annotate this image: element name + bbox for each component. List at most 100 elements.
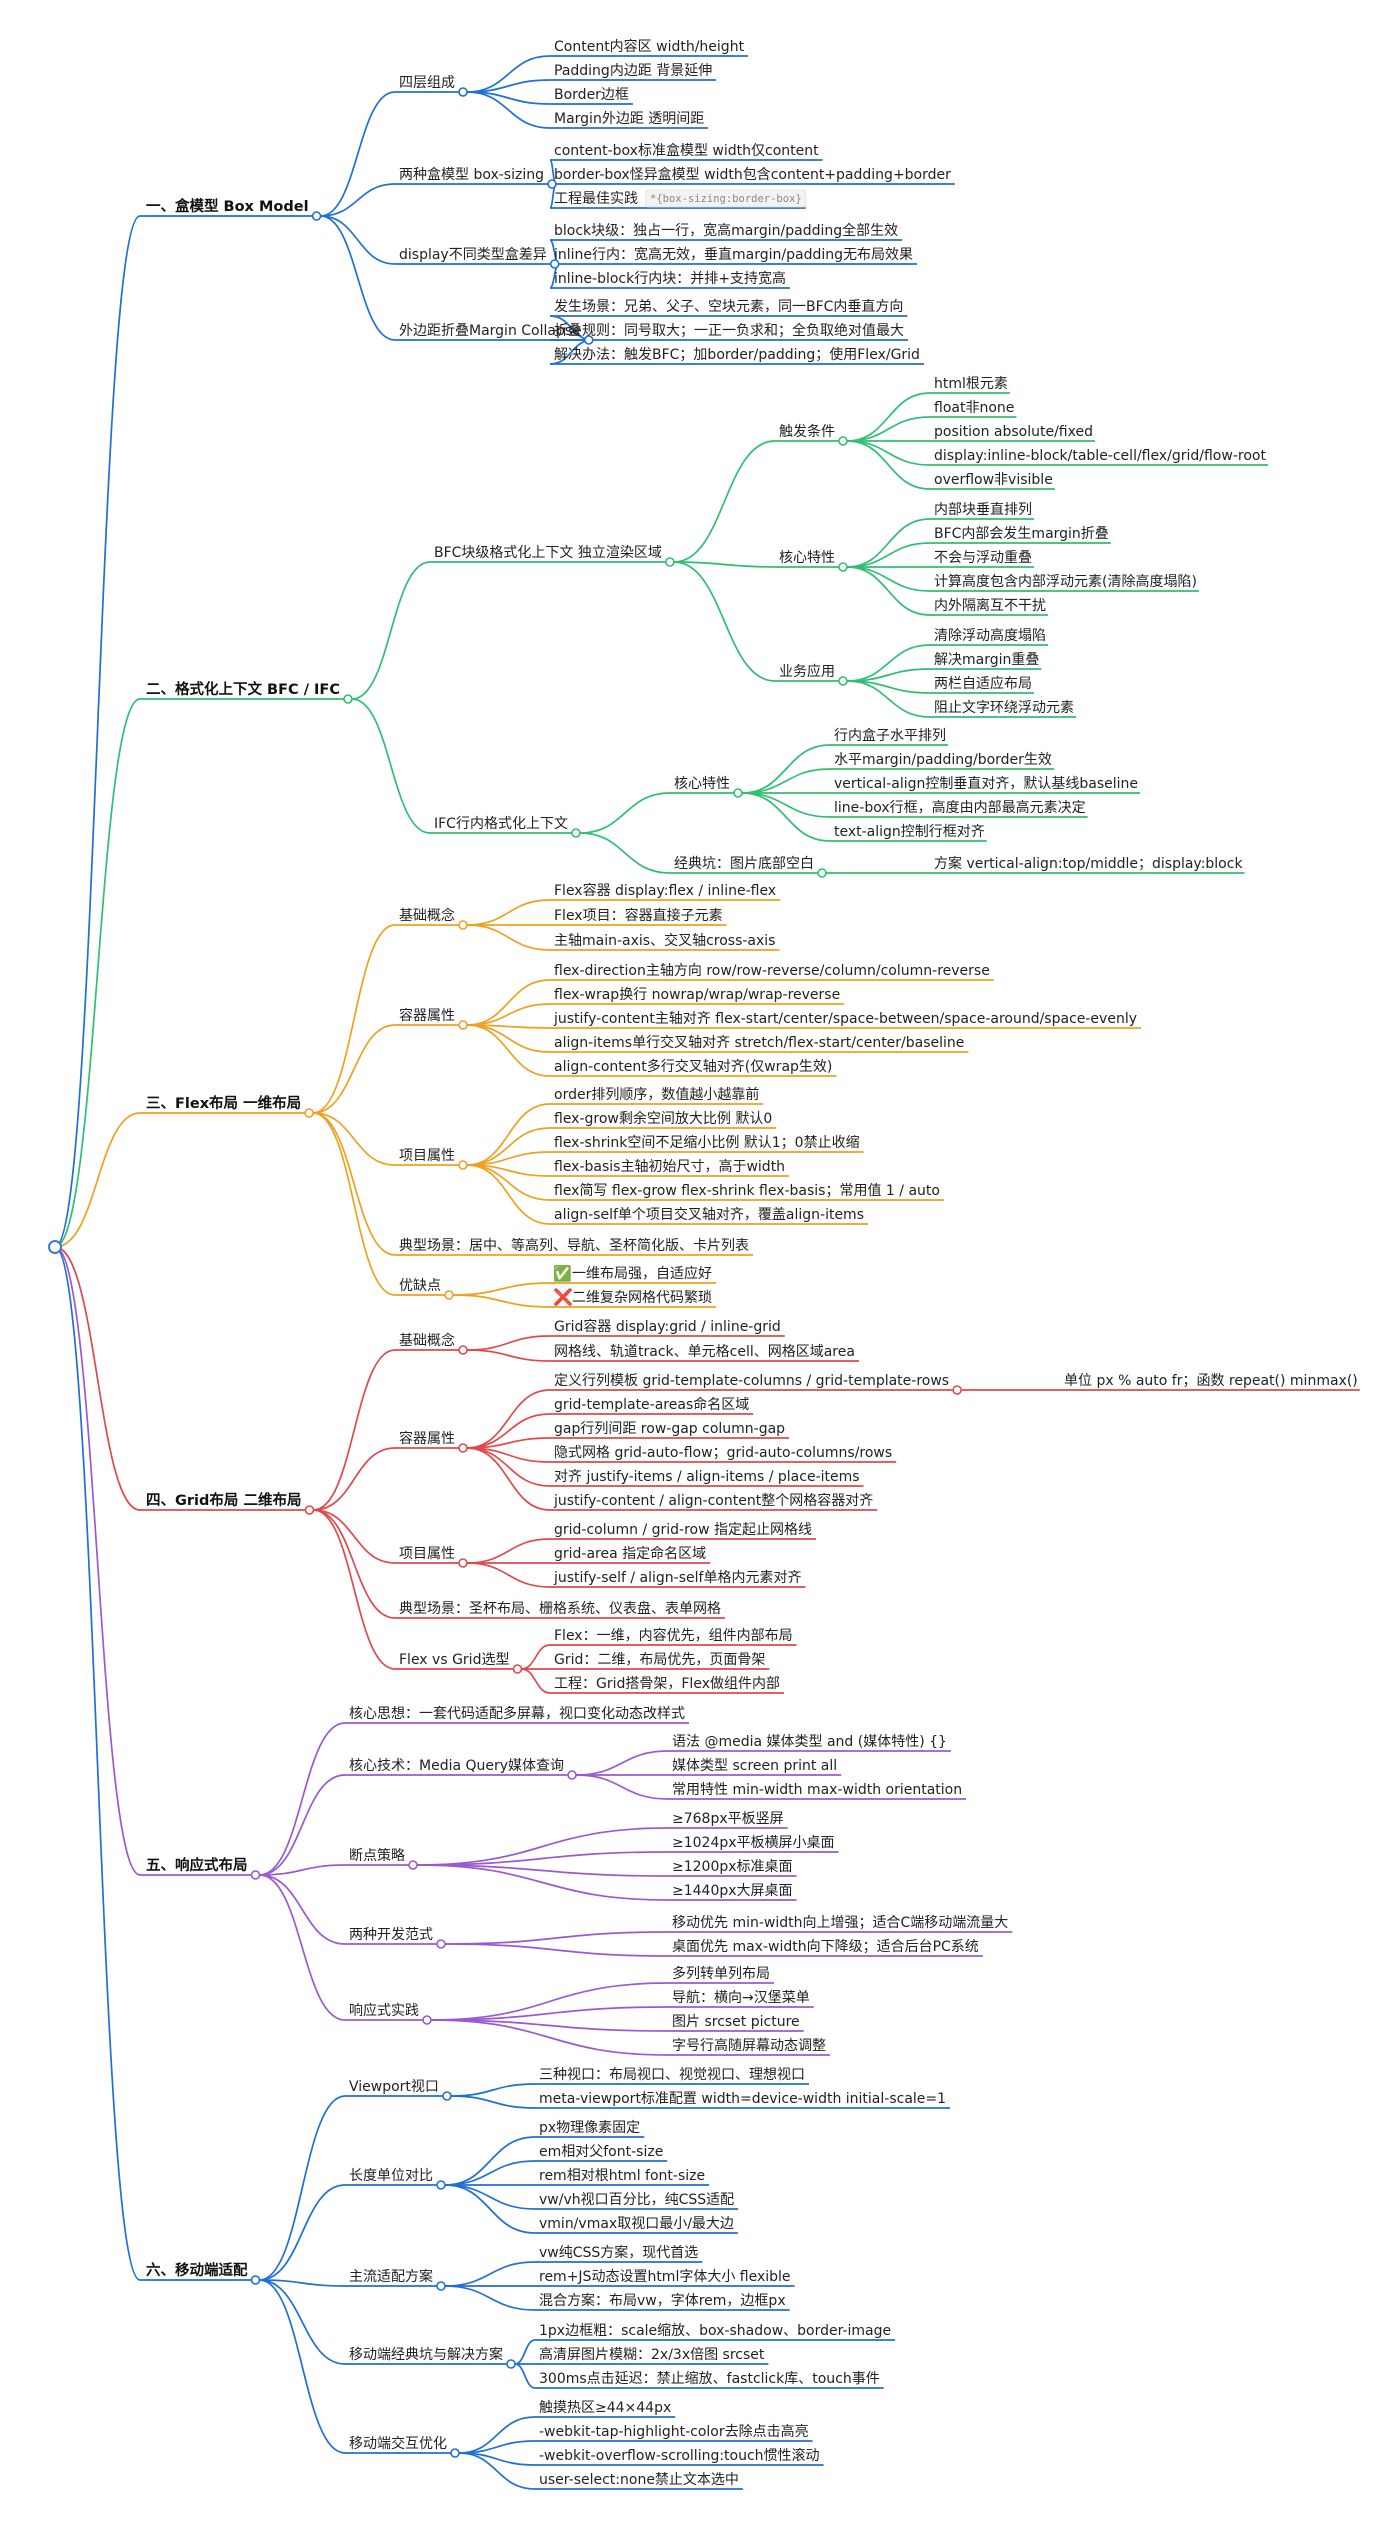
item-label: vw/vh视口百分比，纯CSS适配 — [539, 2192, 734, 2208]
item-label: 媒体类型 screen print all — [672, 1758, 837, 1774]
item-label: grid-area 指定命名区域 — [554, 1545, 706, 1562]
edge-section-to-topic — [259, 2279, 346, 2287]
edge-section-to-topic — [259, 2095, 346, 2281]
item-label: 导航：横向→汉堡菜单 — [672, 1990, 810, 2006]
item-node-dot — [733, 788, 743, 798]
detail-label: 单位 px % auto fr；函数 repeat() minmax() — [1064, 1373, 1358, 1389]
edge-root-to-section — [54, 698, 141, 1248]
item-label: inline行内：宽高无效，垂直margin/padding无布局效果 — [554, 246, 913, 263]
edge-topic-to-item — [579, 792, 671, 834]
item-label: flex-wrap换行 nowrap/wrap/wrap-reverse — [554, 986, 840, 1003]
detail-label: 计算高度包含内部浮动元素(清除高度塌陷) — [934, 573, 1197, 590]
edge-item-to-detail — [846, 542, 931, 568]
section-node-dot — [343, 694, 353, 704]
edge-section-to-topic — [313, 1349, 396, 1511]
item-label: ≥1024px平板横屏小桌面 — [672, 1835, 835, 1851]
section-title: 一、盒模型 Box Model — [146, 197, 309, 215]
topic-node-dot — [422, 2015, 432, 2025]
item-label: 核心特性 — [674, 776, 730, 792]
topic-node-dot — [458, 1558, 468, 1568]
item-label: user-select:none禁止文本选中 — [539, 2472, 739, 2488]
item-label: order排列顺序，数值越小越靠前 — [554, 1086, 759, 1103]
edge-topic-to-item — [673, 561, 776, 568]
item-label: 对齐 justify-items / align-items / place-i… — [554, 1469, 860, 1485]
detail-label: text-align控制行框对齐 — [834, 824, 985, 840]
topic-label: 容器属性 — [399, 1430, 455, 1447]
edge-item-to-detail — [741, 744, 831, 794]
item-label: flex-direction主轴方向 row/row-reverse/colum… — [554, 963, 990, 979]
detail-label: line-box行框，高度由内部最高元素决定 — [834, 799, 1086, 816]
edge-topic-to-item — [444, 2184, 536, 2210]
item-label: 定义行列模板 grid-template-columns / grid-temp… — [554, 1373, 949, 1389]
edge-topic-to-item — [466, 1349, 551, 1362]
topic-node-dot — [436, 2281, 446, 2291]
edge-topic-to-item — [466, 899, 551, 926]
edge-root-to-section — [54, 215, 141, 1248]
item-label: flex-basis主轴初始尺寸，高于width — [554, 1158, 785, 1175]
item-node-dot — [838, 676, 848, 686]
edge-section-to-topic — [320, 183, 396, 217]
edge-topic-to-item — [416, 1851, 669, 1866]
detail-label: vertical-align控制垂直对齐，默认基线baseline — [834, 775, 1138, 792]
edge-section-to-topic — [259, 2279, 346, 2365]
section-node-dot — [304, 1505, 315, 1515]
edge-item-to-detail — [846, 440, 931, 490]
item-label: flex-shrink空间不足缩小比例 默认1；0禁止收缩 — [554, 1135, 860, 1151]
edge-section-to-topic — [313, 1112, 396, 1256]
edge-topic-to-item — [466, 1003, 551, 1026]
item-node-dot — [838, 562, 848, 572]
item-label: meta-viewport标准配置 width=device-width ini… — [539, 2091, 946, 2107]
item-label: vmin/vmax取视口最小/最大边 — [539, 2216, 734, 2232]
item-label: 1px边框粗：scale缩放、box-shadow、border-image — [539, 2323, 891, 2339]
edge-topic-to-item — [444, 2184, 536, 2234]
edge-section-to-topic — [259, 1722, 346, 1876]
topic-node-dot — [458, 920, 468, 930]
topic-label: IFC行内格式化上下文 — [434, 816, 568, 832]
item-label: 移动优先 min-width向上增强；适合C端移动端流量大 — [672, 1915, 1008, 1931]
topic-node-dot — [458, 1160, 468, 1170]
detail-label: 清除浮动高度塌陷 — [934, 627, 1046, 644]
item-node-dot — [817, 868, 827, 878]
item-node-dot — [952, 1385, 962, 1395]
detail-label: html根元素 — [934, 376, 1008, 392]
edge-topic-to-item — [579, 832, 671, 874]
item-label: inline-block行内块：并排+支持宽高 — [554, 270, 786, 287]
topic-node-dot — [442, 2091, 452, 2101]
item-label: justify-content / align-content整个网格容器对齐 — [553, 1492, 873, 1509]
item-label: content-box标准盒模型 width仅content — [554, 142, 819, 159]
item-label: 三种视口：布局视口、视觉视口、理想视口 — [539, 2067, 805, 2083]
section-node-dot — [250, 2275, 261, 2285]
item-label: 经典坑：图片底部空白 — [674, 856, 814, 872]
item-label: rem相对根html font-size — [539, 2168, 705, 2184]
topic-label: 容器属性 — [399, 1007, 455, 1024]
detail-label: 解决margin重叠 — [934, 652, 1039, 668]
item-label: 语法 @media 媒体类型 and (媒体特性) {} — [672, 1734, 947, 1750]
edge-topic-to-item — [466, 1447, 551, 1511]
item-label: align-self单个项目交叉轴对齐，覆盖align-items — [554, 1206, 864, 1223]
item-label: em相对父font-size — [539, 2144, 663, 2160]
edge-item-to-detail — [846, 680, 931, 718]
edge-topic-to-item — [466, 91, 551, 129]
item-label: 常用特性 min-width max-width orientation — [672, 1782, 962, 1798]
item-label: Margin外边距 透明间距 — [554, 111, 704, 127]
edge-section-to-topic — [313, 1447, 396, 1511]
edge-topic-to-item — [576, 1774, 669, 1800]
edge-section-to-topic — [259, 2279, 346, 2454]
topic-node-dot — [458, 1345, 468, 1355]
item-label: justify-content主轴对齐 flex-start/center/sp… — [553, 1011, 1137, 1027]
edge-item-to-detail — [846, 518, 931, 568]
item-label: Flex项目：容器直接子元素 — [554, 907, 723, 924]
detail-label: 水平margin/padding/border生效 — [834, 752, 1052, 768]
topic-node-dot — [458, 1443, 468, 1453]
edge-topic-to-item — [450, 2095, 536, 2109]
item-label: 核心特性 — [779, 550, 835, 566]
topic-node-dot — [458, 1020, 468, 1030]
item-label: Grid：二维，布局优先，页面骨架 — [554, 1652, 765, 1668]
topic-label: 响应式实践 — [349, 2002, 419, 2019]
item-label: block块级：独占一行，宽高margin/padding全部生效 — [554, 222, 898, 239]
topic-label: Flex vs Grid选型 — [399, 1652, 509, 1668]
item-label: Grid容器 display:grid / inline-grid — [554, 1318, 781, 1335]
item-label: border-box怪异盒模型 width包含content+padding+b… — [554, 166, 951, 183]
item-label: 多列转单列布局 — [672, 1965, 770, 1982]
